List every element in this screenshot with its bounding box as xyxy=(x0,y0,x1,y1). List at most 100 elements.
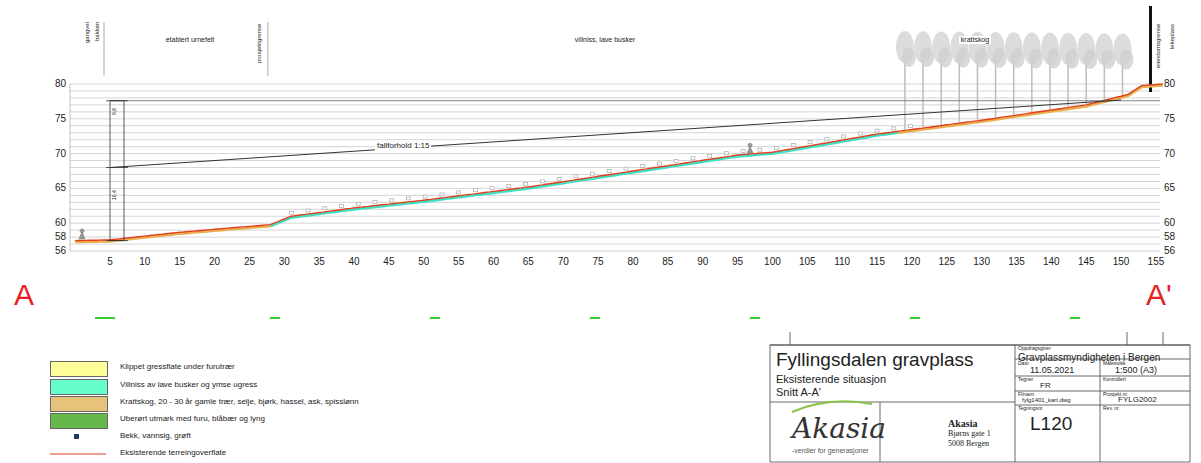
grid-line xyxy=(70,244,1160,245)
grave-marker xyxy=(842,135,846,138)
grave-marker xyxy=(457,191,461,194)
grave-marker xyxy=(657,162,661,165)
axis-number: 135 xyxy=(1008,256,1025,267)
field-label: Rev. nr. xyxy=(1103,406,1120,412)
grid-line xyxy=(70,251,1160,252)
axis-number: 58 xyxy=(1164,231,1175,242)
subtitle: Snitt A-A' xyxy=(776,386,821,398)
axis-line xyxy=(70,84,71,251)
grid-line xyxy=(70,97,1160,98)
grave-marker xyxy=(390,199,394,202)
grave-marker xyxy=(741,150,745,153)
grid-line xyxy=(70,181,1160,182)
grid-line xyxy=(70,160,1160,161)
tree-crown xyxy=(956,48,970,68)
axis-number: 45 xyxy=(383,256,394,267)
axis-number: 155 xyxy=(1148,256,1165,267)
legend-text: Klippet gressflate under furutrær xyxy=(120,363,235,372)
grid-line xyxy=(70,90,1160,91)
axis-number: 105 xyxy=(799,256,816,267)
dimension-tick xyxy=(106,100,128,101)
legend-text: Uberørt utmark med furu, blåbær og lyng xyxy=(120,415,265,424)
legend-swatch xyxy=(50,396,108,412)
marker-line xyxy=(104,22,105,76)
grave-marker xyxy=(591,172,595,175)
field-label: Tegner xyxy=(1018,377,1033,383)
grave-marker xyxy=(624,167,628,170)
axis-number: 75 xyxy=(593,256,604,267)
terrain-line-sample xyxy=(48,448,108,460)
tree-crown xyxy=(974,48,988,68)
rotated-label: prosjektgrense xyxy=(256,22,263,65)
rotated-label: eiendomsgrense xyxy=(1155,22,1162,70)
field-label: Tegningsnr. xyxy=(1018,406,1044,412)
grid-line xyxy=(70,209,1160,210)
grave-marker xyxy=(607,170,611,173)
axis-number: 70 xyxy=(55,148,66,159)
grave-marker xyxy=(423,195,427,198)
field-label: Kontrollert xyxy=(1103,377,1126,383)
logo-tagline: -verdier for generasjoner xyxy=(792,447,869,455)
grave-marker xyxy=(557,177,561,180)
address: 5008 Bergen xyxy=(948,440,989,449)
grave-marker xyxy=(708,154,712,157)
axis-number: 110 xyxy=(834,256,850,267)
axis-number: 58 xyxy=(55,231,66,242)
field-value: Gravplassmyndigheten i Bergen xyxy=(1018,352,1160,363)
grave-marker xyxy=(674,159,678,162)
axis-number: 60 xyxy=(488,256,499,267)
axis-number: 65 xyxy=(1164,182,1175,193)
grid-line xyxy=(70,139,1160,140)
axis-number: 115 xyxy=(869,256,885,267)
dimension-text: 10,4 xyxy=(112,190,118,200)
grid-line xyxy=(70,84,1160,85)
section-marker: A xyxy=(14,278,34,311)
tree-crown xyxy=(1065,49,1079,69)
grid-lines xyxy=(70,84,1160,251)
grave-marker xyxy=(724,152,728,155)
legend-text: Bekk, vannsig, grøft xyxy=(120,432,191,441)
axis-number: 75 xyxy=(55,113,66,124)
tree-crown xyxy=(902,47,916,67)
axis-number: 56 xyxy=(1164,245,1175,256)
slope-line xyxy=(110,100,1121,168)
person-figure xyxy=(79,229,85,239)
field-value: 11.05.2021 xyxy=(1030,366,1074,376)
grave-marker xyxy=(524,182,528,185)
grid-line xyxy=(70,146,1160,147)
grave-marker xyxy=(808,141,812,144)
rotated-label: gangvei xyxy=(84,20,91,45)
zone-label: etablert urnefelt xyxy=(166,36,215,44)
grave-marker xyxy=(775,146,779,149)
axis-number: 40 xyxy=(348,256,359,267)
tree-crown xyxy=(1047,49,1061,69)
field-value: FR xyxy=(1040,382,1051,391)
grave-marker xyxy=(406,197,410,200)
tree-crown xyxy=(920,47,934,67)
axis-number: 80 xyxy=(55,78,66,89)
reference-line xyxy=(110,100,1160,101)
grave-marker xyxy=(373,201,377,204)
axis-number: 75 xyxy=(1164,113,1175,124)
grid-line xyxy=(70,188,1160,189)
grave-marker xyxy=(289,211,293,214)
grid-line xyxy=(70,167,1160,168)
marker-line xyxy=(267,22,268,76)
grave-marker xyxy=(306,209,310,212)
terrain-line xyxy=(75,84,1163,241)
legend-text: Eksisterende terreingoverflate xyxy=(120,449,226,458)
field-value: fylg1401_kart.dwg xyxy=(1022,397,1071,404)
zone-label: krattskog xyxy=(959,36,991,44)
axis-number: 20 xyxy=(209,256,220,267)
grave-marker xyxy=(758,148,762,151)
section-marker-dashes xyxy=(95,317,1080,319)
grave-marker xyxy=(490,187,494,190)
legend-text: Villniss av lave busker og ymse ugress xyxy=(120,381,257,390)
grid-line xyxy=(70,223,1160,224)
title-block-lines xyxy=(770,332,1190,462)
field-label: Filnavn xyxy=(1018,392,1034,398)
grave-marker xyxy=(641,165,645,168)
grave-marker xyxy=(892,127,896,130)
grave-marker xyxy=(540,180,544,183)
terrain-line-sample xyxy=(50,453,106,454)
